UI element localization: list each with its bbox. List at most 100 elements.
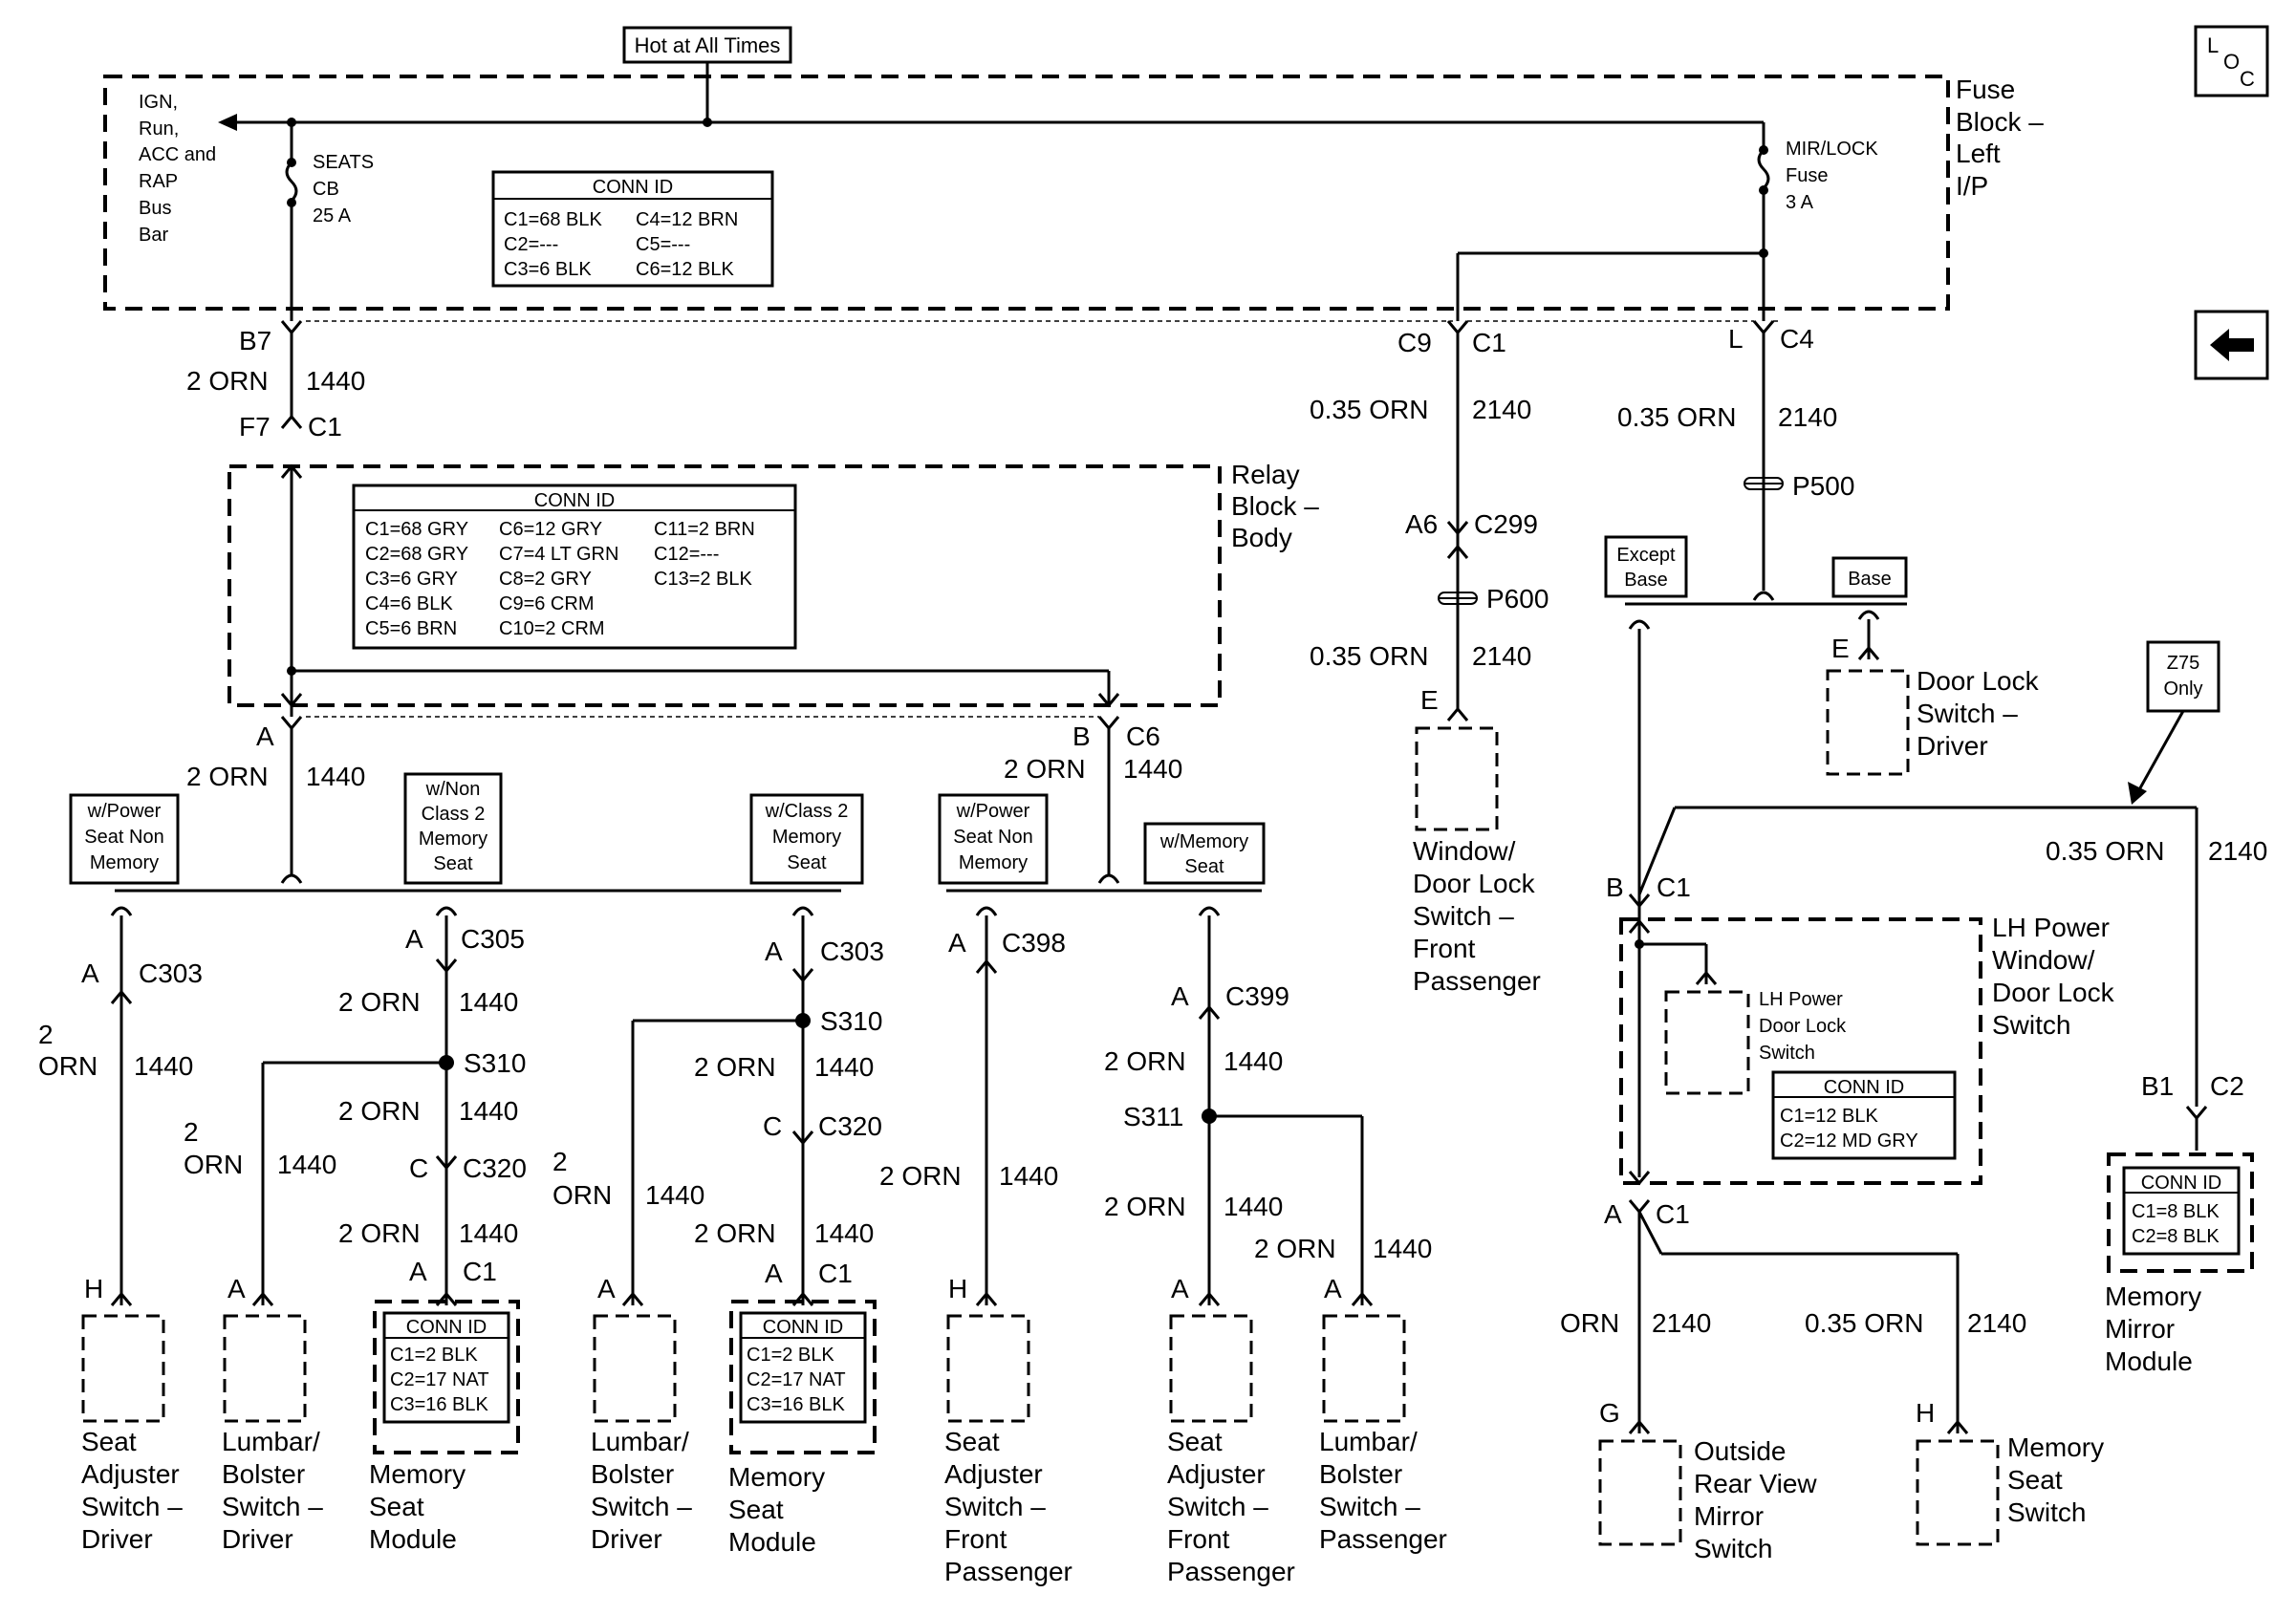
wire-2orn-b: 2 ORN — [186, 762, 269, 791]
wire-orn-bot-c: ORN — [552, 1180, 612, 1210]
fuse-block-title: Fuse Block – Left I/P — [1956, 75, 2044, 201]
memory-mirror-module — [2107, 1152, 2254, 1273]
bus-arrow-icon — [218, 114, 237, 131]
lh-power-window-door-lock-switch — [1619, 917, 1982, 1185]
svg-text:C11=2 BRN: C11=2 BRN — [654, 519, 755, 540]
option-class2-memory-seat: w/Class 2 Memory Seat — [749, 793, 864, 885]
svg-text:Driver: Driver — [1917, 731, 1988, 761]
e-window-pass-label: E — [1420, 685, 1439, 715]
circuit-1440-f: 1440 — [459, 1096, 518, 1126]
svg-text:C2=8 BLK: C2=8 BLK — [2132, 1226, 2220, 1247]
circuit-2140-a: 2140 — [1472, 395, 1531, 424]
c320-label-b: C320 — [818, 1111, 882, 1141]
g-outside-mirror-label: G — [1599, 1398, 1620, 1428]
c320-label-a: C320 — [463, 1153, 527, 1183]
option-except-base: Except Base — [1604, 535, 1688, 598]
svg-text:Module: Module — [728, 1527, 816, 1557]
circuit-1440-a: 1440 — [306, 366, 365, 396]
svg-text:Passenger: Passenger — [944, 1557, 1072, 1586]
svg-text:C1=8 BLK: C1=8 BLK — [2132, 1201, 2220, 1222]
svg-text:Base: Base — [1624, 570, 1668, 591]
svg-text:C2=68 GRY: C2=68 GRY — [365, 544, 468, 565]
svg-text:Block –: Block – — [1956, 107, 2044, 137]
svg-text:Switch –: Switch – — [591, 1492, 692, 1521]
a-msm-label-a: A — [409, 1257, 427, 1286]
seat-adjuster-switch-front-pass-memory — [1169, 1314, 1253, 1423]
circuit-1440-j: 1440 — [645, 1180, 704, 1210]
mirlock-fuse-icon — [1757, 148, 1770, 190]
p500-pass-through-icon — [1744, 477, 1784, 490]
svg-text:Switch –: Switch – — [1917, 699, 2018, 728]
svg-text:25 A: 25 A — [313, 205, 352, 226]
svg-text:Switch –: Switch – — [1413, 901, 1514, 931]
svg-text:SEATS: SEATS — [313, 152, 374, 173]
c1-c9-label: C1 — [1472, 328, 1506, 357]
svg-text:Run,: Run, — [139, 118, 179, 140]
a-lumbar-driver-label-b: A — [597, 1274, 616, 1303]
svg-text:Bar: Bar — [139, 225, 168, 246]
svg-text:RAP: RAP — [139, 171, 178, 192]
svg-text:C1=68 BLK: C1=68 BLK — [504, 209, 603, 230]
lh-power-window-label: LH Power Window/ Door Lock Switch — [1992, 913, 2115, 1040]
c4-label: C4 — [1780, 324, 1814, 354]
svg-text:Fuse: Fuse — [1786, 165, 1828, 186]
svg-text:L: L — [2207, 33, 2219, 57]
svg-text:w/Power: w/Power — [87, 801, 162, 822]
a-lumbar-pass-label: A — [1324, 1274, 1342, 1303]
svg-text:Memory: Memory — [419, 829, 487, 850]
back-arrow-icon[interactable] — [2194, 310, 2269, 380]
memory-seat-module-label-a: Memory Seat Module — [369, 1459, 466, 1554]
fuse-block-outline — [103, 75, 1950, 311]
a-lh-out-label: A — [1604, 1199, 1622, 1229]
c303-left-label: C303 — [139, 958, 203, 988]
c1-msm-label-a: C1 — [463, 1257, 497, 1286]
option-non-class2-memory-seat: w/Non Class 2 Memory Seat — [403, 772, 503, 885]
h-memory-seat-switch-label: H — [1916, 1398, 1935, 1428]
svg-text:C10=2 CRM: C10=2 CRM — [499, 618, 605, 639]
wire-035orn-a: 0.35 ORN — [1310, 395, 1429, 424]
a-relay-out-label: A — [256, 721, 274, 751]
relay-block-conn-id-table: CONN ID C1=68 GRY C2=68 GRY C3=6 GRY C4=… — [352, 484, 797, 650]
c299-label: C299 — [1474, 509, 1538, 539]
a-c398-label: A — [948, 928, 966, 958]
svg-text:C1=68 GRY: C1=68 GRY — [365, 519, 468, 540]
c303-right-label: C303 — [820, 937, 884, 966]
circuit-1440-k: 1440 — [814, 1218, 874, 1248]
b7-label: B7 — [239, 326, 271, 355]
b-relay-out-label: B — [1072, 721, 1091, 751]
svg-text:Switch: Switch — [1759, 1043, 1815, 1064]
svg-text:Front: Front — [1167, 1524, 1230, 1554]
a-c399-label: A — [1171, 981, 1189, 1011]
mirlock-fuse-label: MIR/LOCK Fuse 3 A — [1786, 139, 1878, 213]
circuit-1440-o: 1440 — [1373, 1234, 1432, 1263]
svg-text:C2=17 NAT: C2=17 NAT — [747, 1369, 846, 1390]
svg-text:C5=---: C5=--- — [636, 234, 690, 255]
option-z75: Z75 Only — [2146, 640, 2220, 713]
svg-text:Except: Except — [1616, 545, 1676, 566]
c1-lh-out-label: C1 — [1656, 1199, 1690, 1229]
svg-text:Seat: Seat — [81, 1427, 137, 1456]
svg-text:Module: Module — [2105, 1346, 2193, 1376]
svg-text:Passenger: Passenger — [1319, 1524, 1447, 1554]
svg-text:w/Power: w/Power — [956, 801, 1030, 822]
circuit-1440-i: 1440 — [814, 1052, 874, 1082]
svg-text:C2=---: C2=--- — [504, 234, 558, 255]
svg-text:Rear View: Rear View — [1694, 1469, 1817, 1498]
z75-pointer-arrow — [2135, 710, 2185, 794]
svg-text:C6=12 BLK: C6=12 BLK — [636, 259, 735, 280]
svg-text:Seat: Seat — [787, 852, 827, 873]
svg-text:CONN ID: CONN ID — [2141, 1173, 2221, 1194]
a-seat-adj-pass-label: A — [1171, 1274, 1189, 1303]
svg-text:Bolster: Bolster — [1319, 1459, 1402, 1489]
lumbar-bolster-switch-driver-b — [593, 1314, 677, 1423]
svg-text:Memory: Memory — [90, 852, 159, 873]
svg-text:Switch –: Switch – — [1319, 1492, 1420, 1521]
lh-power-conn-id-table: CONN ID C1=12 BLK C2=12 MD GRY — [1771, 1070, 1957, 1160]
svg-text:ACC and: ACC and — [139, 144, 216, 165]
svg-text:Window/: Window/ — [1992, 945, 2095, 975]
seats-cb-fuse-icon — [285, 161, 298, 203]
wire-035orn-c: 0.35 ORN — [1617, 402, 1737, 432]
svg-text:Outside: Outside — [1694, 1436, 1787, 1466]
circuit-1440-l: 1440 — [999, 1161, 1058, 1191]
